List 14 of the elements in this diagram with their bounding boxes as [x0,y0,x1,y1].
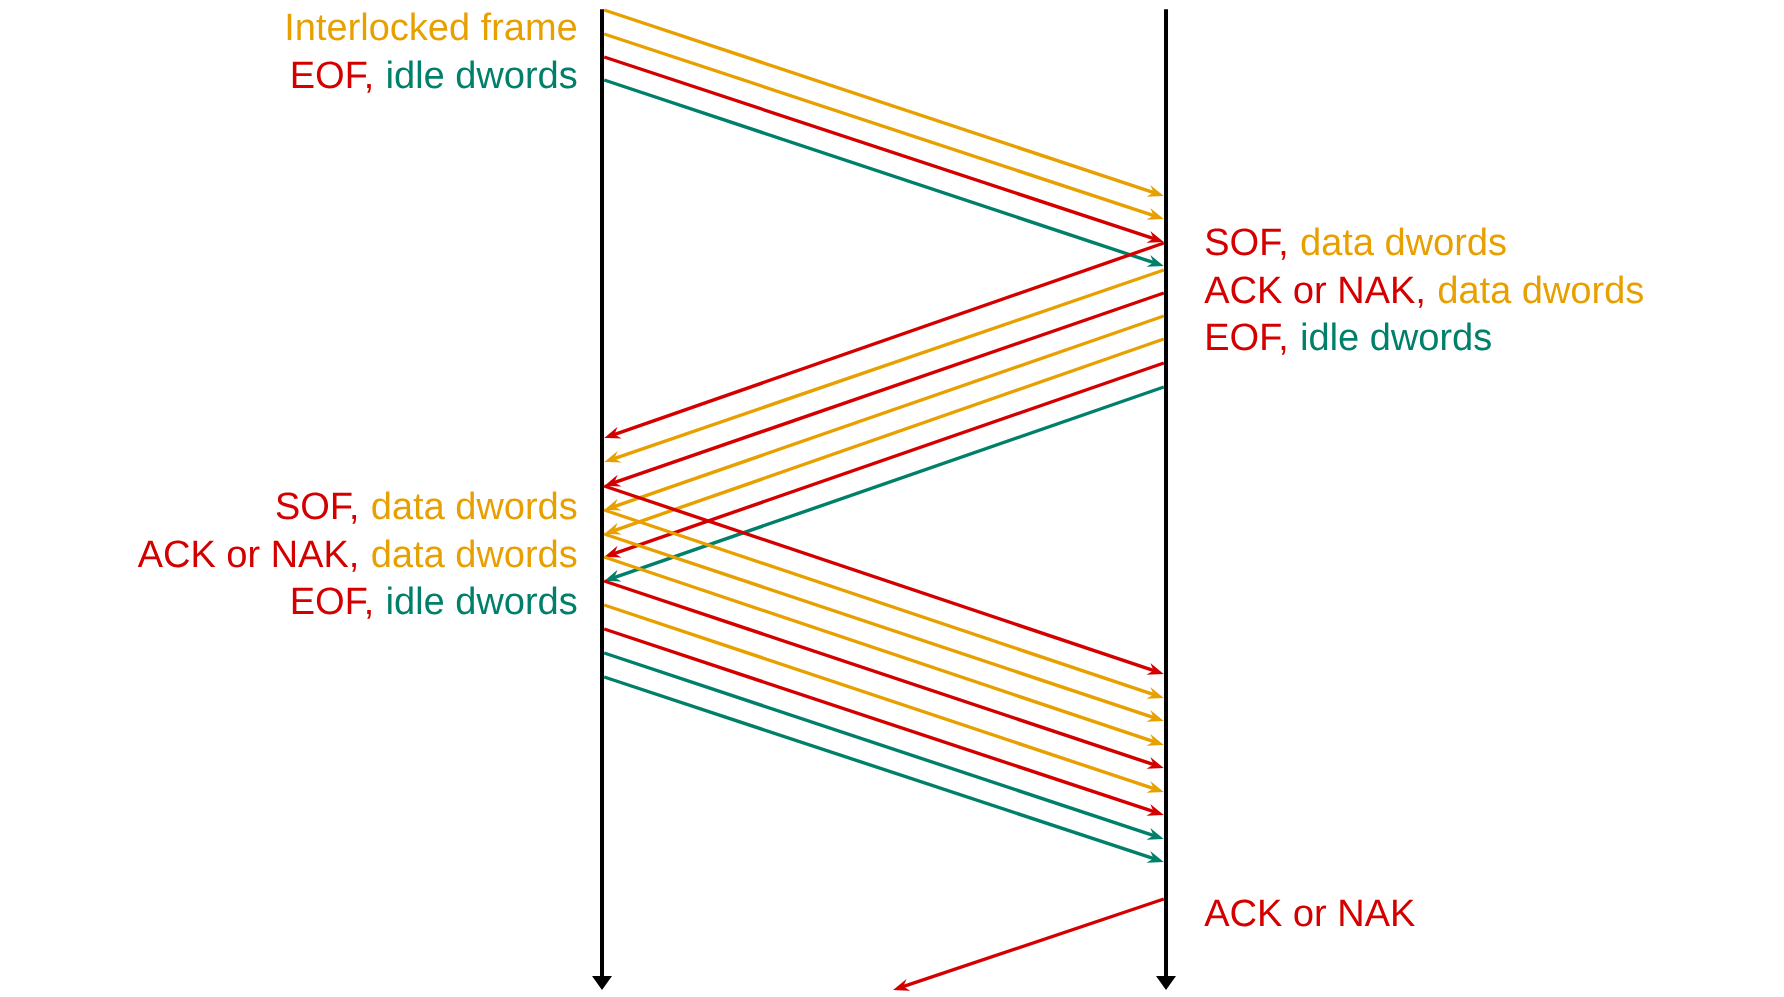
label: idle dwords [1302,322,1491,351]
label: ACK or NAK, [137,540,356,572]
label: EOF, [292,587,371,619]
label: idle dwords [388,60,577,89]
label: data dwords [372,491,577,520]
timeline [1156,9,1176,990]
label: idle dwords [388,586,577,615]
label: data dwords [372,539,577,568]
label: data dwords [1301,227,1506,256]
label: data dwords [1438,275,1643,304]
label: Interlocked frame [287,12,577,41]
timeline [592,9,612,990]
label: SOF, [276,492,356,524]
label: EOF, [292,61,371,93]
